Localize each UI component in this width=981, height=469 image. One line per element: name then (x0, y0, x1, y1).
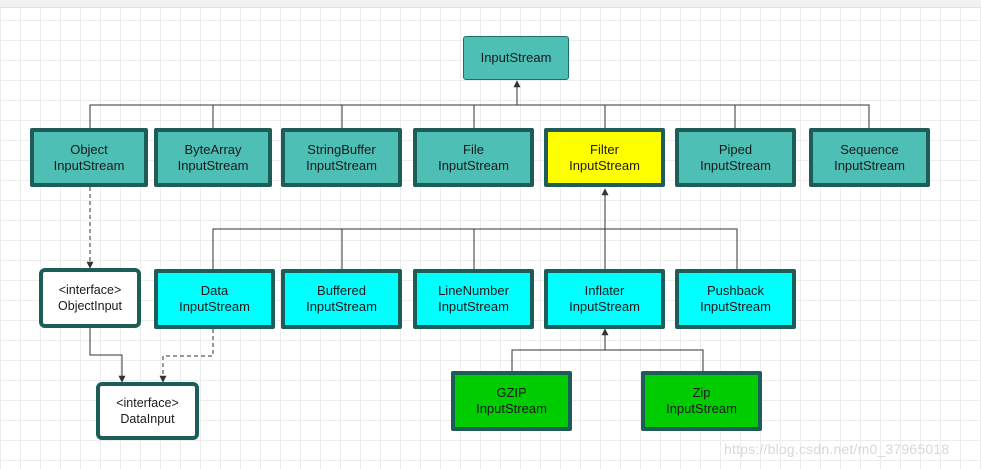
node-buffered-inputstream[interactable]: Buffered InputStream (281, 269, 402, 329)
node-label-line2: DataInput (120, 412, 175, 426)
node-linenumber-inputstream[interactable]: LineNumber InputStream (413, 269, 534, 329)
node-label-line2: InputStream (700, 157, 771, 173)
node-label-line2: InputStream (306, 299, 377, 314)
node-label-line1: StringBuffer (307, 141, 376, 157)
node-label-line2: InputStream (476, 401, 547, 416)
node-sequence-inputstream[interactable]: Sequence InputStream (809, 128, 930, 187)
node-label: InputStream (480, 50, 552, 65)
edge-inputstream-subclasses (89, 104, 870, 128)
node-inputstream[interactable]: InputStream (463, 36, 569, 80)
node-label-line1: <interface> (58, 283, 122, 297)
node-label-line2: InputStream (53, 157, 125, 173)
top-toolbar-strip (0, 0, 981, 8)
node-label-line2: InputStream (177, 157, 249, 173)
watermark-url: https://blog.csdn.net/m0_37965018 (724, 441, 950, 457)
node-label-line1: GZIP (496, 385, 527, 400)
node-object-inputstream[interactable]: Object InputStream (30, 128, 148, 187)
node-label-line1: LineNumber (438, 283, 509, 298)
edge-data-to-datainput (159, 329, 214, 383)
node-label-line2: InputStream (438, 157, 509, 173)
node-label-line1: Data (200, 283, 229, 298)
node-bytearray-inputstream[interactable]: ByteArray InputStream (154, 128, 272, 187)
node-label-line1: Object (70, 141, 108, 157)
edge-objectinput-to-datainput (89, 328, 126, 383)
node-datainput-interface[interactable]: <interface> DataInput (96, 382, 199, 440)
node-label-line1: Filter (590, 141, 619, 157)
node-label-line1: File (463, 141, 484, 157)
node-label-line2: InputStream (438, 299, 509, 314)
node-label-line2: InputStream (569, 157, 640, 173)
node-label-line1: Pushback (706, 283, 765, 298)
node-label-line1: Buffered (317, 283, 366, 298)
node-label-line1: ByteArray (184, 141, 242, 157)
node-inflater-inputstream[interactable]: Inflater InputStream (544, 269, 665, 329)
node-data-inputstream[interactable]: Data InputStream (154, 269, 275, 329)
node-label-line2: InputStream (834, 157, 905, 173)
node-label-line2: InputStream (306, 157, 377, 173)
node-label-line2: InputStream (179, 299, 250, 314)
node-file-inputstream[interactable]: File InputStream (413, 128, 534, 187)
node-label-line2: InputStream (700, 299, 771, 314)
node-label-line1: Sequence (840, 141, 899, 157)
edge-filter-subclasses (212, 228, 738, 269)
node-piped-inputstream[interactable]: Piped InputStream (675, 128, 796, 187)
node-pushback-inputstream[interactable]: Pushback InputStream (675, 269, 796, 329)
node-stringbuffer-inputstream[interactable]: StringBuffer InputStream (281, 128, 402, 187)
node-label-line1: Piped (718, 141, 753, 157)
node-gzip-inputstream[interactable]: GZIP InputStream (451, 371, 572, 431)
node-label-line1: Inflater (584, 283, 625, 298)
node-objectinput-interface[interactable]: <interface> ObjectInput (39, 268, 141, 328)
node-label-line2: InputStream (666, 401, 737, 416)
node-label-line2: InputStream (569, 299, 640, 314)
node-zip-inputstream[interactable]: Zip InputStream (641, 371, 762, 431)
edge-inflater-subclasses (511, 349, 704, 371)
node-label-line2: ObjectInput (58, 299, 122, 313)
node-label-line1: Zip (692, 385, 711, 400)
node-label-line1: <interface> (116, 396, 179, 410)
node-filter-inputstream[interactable]: Filter InputStream (544, 128, 665, 187)
